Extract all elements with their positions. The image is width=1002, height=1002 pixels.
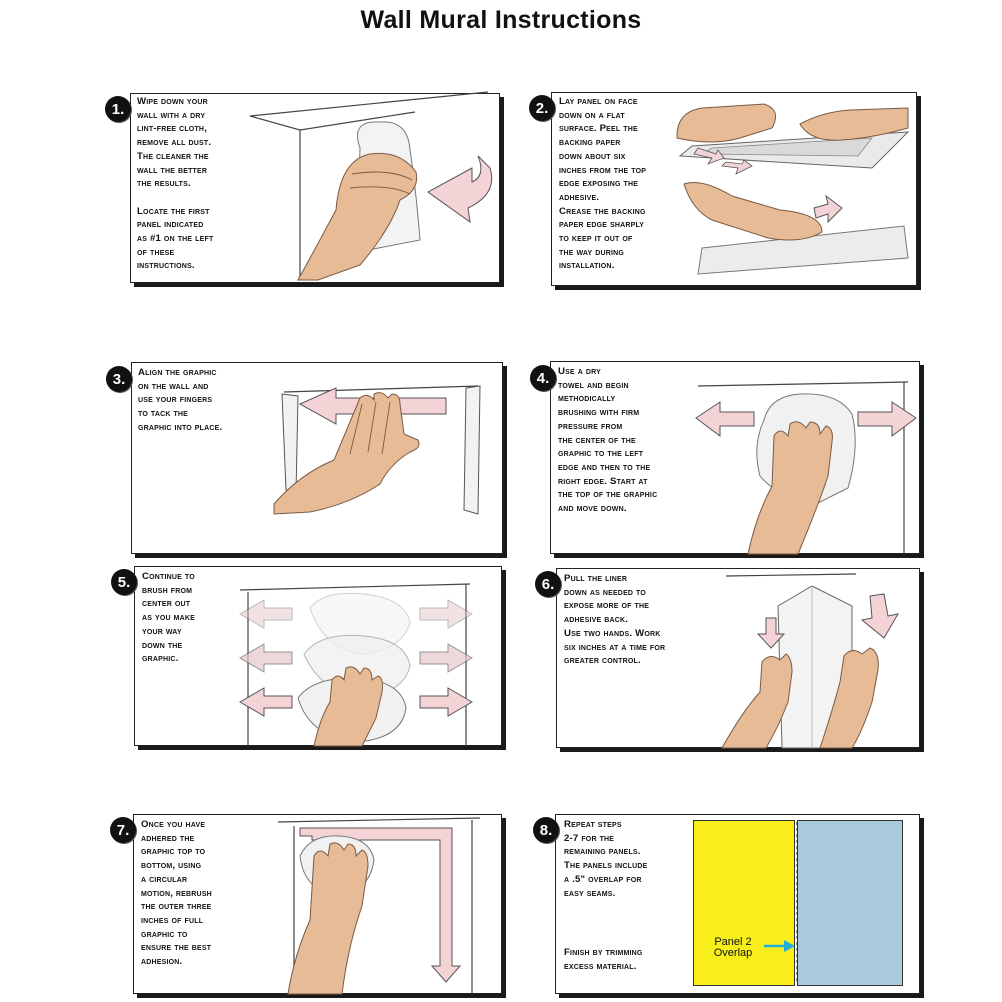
page-title: Wall Mural Instructions: [360, 6, 642, 34]
step-7-number: 7.: [110, 817, 136, 843]
step-1-number: 1.: [105, 96, 131, 122]
step-7-illustration: [277, 817, 481, 995]
step-3-illustration: [273, 385, 481, 515]
step-7-text: Once you have adhered the graphic top to…: [141, 819, 212, 968]
panel-1-yellow: [693, 820, 795, 986]
overlap-label: Panel 2 Overlap: [713, 936, 753, 959]
step-4-panel: [550, 361, 920, 554]
step-3-text: Align the graphic on the wall and use yo…: [138, 367, 223, 433]
step-2-number: 2.: [529, 95, 555, 121]
step-8-text: Repeat steps 2-7 for the remaining panel…: [564, 819, 648, 899]
step-2-illustration: [676, 103, 910, 275]
step-6-number: 6.: [535, 571, 561, 597]
step-5-number: 5.: [111, 569, 137, 595]
step-6-text: Pull the liner down as needed to expose …: [564, 573, 666, 667]
step-2-text: Lay panel on face down on a flat surface…: [559, 96, 647, 272]
step-1-text: Wipe down your wall with a dry lint-free…: [137, 96, 214, 272]
step-5-text: Continue to brush from center out as you…: [142, 571, 196, 665]
step-5-illustration: [239, 583, 473, 747]
panel-2-blue: [797, 820, 903, 986]
step-8-text-finish: Finish by trimming excess material.: [564, 947, 643, 972]
overlap-marker: [764, 822, 798, 984]
step-4-text: Use a dry towel and begin methodically b…: [558, 366, 658, 515]
step-4-number: 4.: [530, 365, 556, 391]
step-3-number: 3.: [106, 366, 132, 392]
step-1-illustration: [249, 91, 493, 281]
step-4-illustration: [695, 381, 917, 555]
step-3-panel: [131, 362, 503, 554]
step-6-illustration: [721, 573, 899, 749]
step-8-number: 8.: [533, 817, 559, 843]
